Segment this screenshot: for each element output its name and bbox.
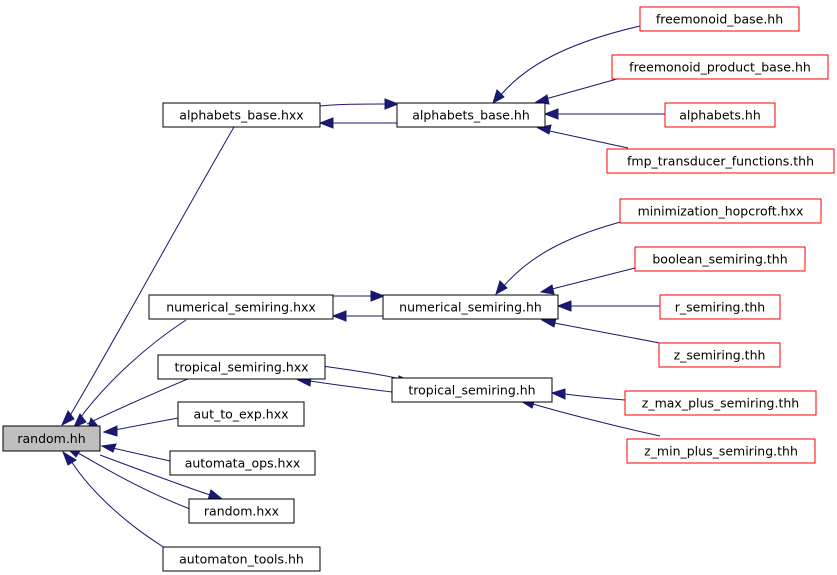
node-boolean-semiring-thh[interactable]: boolean_semiring.thh: [634, 246, 806, 272]
edge-freemonoid-base-to-alphabets-base-hh: [499, 25, 641, 97]
svg-text:z_min_plus_semiring.thh: z_min_plus_semiring.thh: [644, 444, 798, 459]
edge-arrowhead: [495, 280, 508, 296]
edge-arrowhead: [384, 98, 400, 110]
node-z-semiring-thh[interactable]: z_semiring.thh: [658, 342, 781, 368]
edge-arrowhead: [550, 388, 566, 400]
edge-arrowhead: [318, 117, 334, 129]
edge-z-semiring-to-numerical-semiring-hh: [548, 321, 666, 345]
node-aut-to-exp-hxx[interactable]: aut_to_exp.hxx: [177, 401, 305, 427]
edge-automaton-tools-hh-to-random-hh: [67, 455, 166, 549]
edge-arrowhead: [370, 290, 386, 302]
svg-text:tropical_semiring.hh: tropical_semiring.hh: [408, 383, 535, 398]
svg-text:freemonoid_base.hh: freemonoid_base.hh: [656, 12, 783, 27]
edge-random-hxx-to-random-hh: [77, 452, 191, 510]
edge-arrowhead: [102, 425, 118, 437]
edge-arrowhead: [543, 108, 559, 120]
svg-text:freemonoid_product_base.hh: freemonoid_product_base.hh: [629, 60, 811, 75]
svg-text:z_max_plus_semiring.thh: z_max_plus_semiring.thh: [642, 396, 799, 411]
node-alphabets-hh[interactable]: alphabets.hh: [664, 102, 776, 128]
edge-alphabets-base-hxx-to-random-hh: [67, 126, 235, 420]
edge-z-max-plus-to-tropical-semiring-hh: [564, 393, 626, 401]
edge-arrowhead: [331, 310, 347, 322]
svg-text:minimization_hopcroft.hxx: minimization_hopcroft.hxx: [638, 204, 804, 219]
node-minimization-hopcroft-hxx[interactable]: minimization_hopcroft.hxx: [619, 198, 822, 224]
node-numerical-semiring-hxx[interactable]: numerical_semiring.hxx: [148, 294, 334, 320]
svg-text:alphabets_base.hh: alphabets_base.hh: [412, 108, 530, 123]
edge-minimization-hopcroft-to-numerical-semiring-hh: [502, 219, 629, 288]
node-freemonoid-base-hh[interactable]: freemonoid_base.hh: [639, 6, 800, 32]
svg-text:fmp_transducer_functions.thh: fmp_transducer_functions.thh: [627, 154, 814, 169]
edge-arrowhead: [100, 443, 117, 453]
node-fmp-transducer-functions-thh[interactable]: fmp_transducer_functions.thh: [606, 148, 835, 174]
edge-arrowhead: [61, 410, 75, 427]
edge-alphabets-base-hxx-to-alphabets-base-hh: [319, 103, 389, 107]
node-alphabets-base-hh[interactable]: alphabets_base.hh: [396, 102, 546, 128]
edge-tropical-semiring-hh-to-tropical-semiring-hxx: [309, 380, 393, 393]
node-r-semiring-thh[interactable]: r_semiring.thh: [659, 294, 781, 320]
svg-text:alphabets.hh: alphabets.hh: [679, 108, 761, 123]
svg-text:alphabets_base.hxx: alphabets_base.hxx: [179, 108, 303, 123]
svg-text:random.hh: random.hh: [17, 431, 85, 446]
edge-arrowhead: [62, 450, 77, 466]
node-alphabets-base-hxx[interactable]: alphabets_base.hxx: [162, 102, 321, 128]
svg-text:r_semiring.thh: r_semiring.thh: [675, 300, 765, 315]
svg-text:boolean_semiring.thh: boolean_semiring.thh: [652, 252, 787, 267]
node-random-hh[interactable]: random.hh: [2, 425, 101, 452]
edge-arrowhead: [492, 89, 505, 105]
node-freemonoid-product-base-hh[interactable]: freemonoid_product_base.hh: [611, 54, 829, 80]
node-tropical-semiring-hh[interactable]: tropical_semiring.hh: [391, 377, 553, 403]
edge-arrowhead: [73, 413, 87, 428]
svg-text:numerical_semiring.hxx: numerical_semiring.hxx: [166, 300, 316, 315]
edge-random-hh-to-random-hxx: [99, 454, 211, 496]
node-automaton-tools-hh[interactable]: automaton_tools.hh: [162, 546, 321, 572]
node-z-max-plus-semiring-thh[interactable]: z_max_plus_semiring.thh: [624, 390, 817, 416]
edge-automata-ops-hxx-to-random-hh: [103, 445, 171, 462]
svg-text:numerical_semiring.hh: numerical_semiring.hh: [399, 300, 542, 315]
svg-text:automaton_tools.hh: automaton_tools.hh: [179, 552, 304, 567]
svg-text:aut_to_exp.hxx: aut_to_exp.hxx: [193, 407, 288, 422]
edge-tropical-semiring-hxx-to-random-hh: [86, 377, 191, 425]
node-numerical-semiring-hh[interactable]: numerical_semiring.hh: [382, 294, 559, 320]
edge-arrowhead: [539, 284, 555, 295]
svg-text:tropical_semiring.hxx: tropical_semiring.hxx: [174, 360, 308, 375]
svg-text:z_semiring.thh: z_semiring.thh: [674, 348, 766, 363]
edge-boolean-semiring-to-numerical-semiring-hh: [547, 267, 636, 291]
edge-z-min-plus-to-tropical-semiring-hh: [532, 403, 661, 437]
edge-freemonoid-product-base-to-alphabets-base-hh: [541, 78, 618, 101]
edge-fmp-transducer-functions-to-alphabets-base-hh: [544, 129, 629, 149]
svg-text:automata_ops.hxx: automata_ops.hxx: [185, 456, 301, 471]
node-random-hxx[interactable]: random.hxx: [188, 498, 295, 524]
svg-text:random.hxx: random.hxx: [204, 504, 279, 519]
node-tropical-semiring-hxx[interactable]: tropical_semiring.hxx: [157, 354, 326, 380]
node-z-min-plus-semiring-thh[interactable]: z_min_plus_semiring.thh: [626, 438, 816, 464]
edge-numerical-semiring-hxx-to-random-hh: [77, 319, 187, 422]
edge-arrowhead: [556, 300, 572, 312]
node-automata-ops-hxx[interactable]: automata_ops.hxx: [169, 450, 316, 476]
